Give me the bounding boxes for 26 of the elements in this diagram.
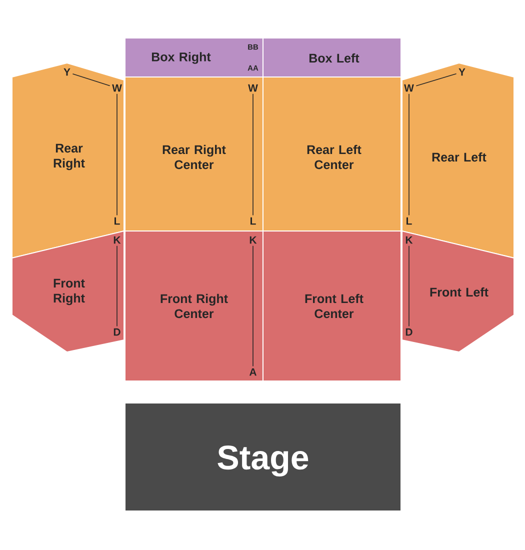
row-letter: L: [250, 217, 256, 225]
row-range-line: [252, 93, 254, 216]
row-range-line: [408, 245, 410, 327]
row-range-line: [116, 245, 118, 327]
row-letter: D: [114, 328, 120, 336]
row-letter: K: [250, 236, 257, 244]
row-letter: Y: [64, 68, 70, 76]
row-letter: K: [406, 236, 413, 244]
row-letter: D: [406, 328, 412, 336]
seating-section: Front Left Center: [262, 230, 402, 382]
row-range-line: [116, 93, 118, 216]
row-letter: L: [406, 217, 412, 225]
row-letter: L: [114, 217, 120, 225]
row-letter: K: [114, 236, 121, 244]
row-range-line: [72, 73, 110, 86]
row-letter: A: [249, 368, 256, 376]
row-range-line: [252, 245, 254, 367]
seating-section: Box Left: [262, 38, 402, 78]
row-letter: W: [248, 84, 258, 92]
stage: Stage: [124, 402, 402, 512]
row-letter: W: [404, 84, 414, 92]
row-range-line: [416, 73, 457, 86]
row-letter: W: [112, 84, 122, 92]
seating-section: Rear Left Center: [262, 76, 402, 232]
row-range-line: [408, 93, 410, 216]
row-letter: Y: [458, 68, 466, 76]
